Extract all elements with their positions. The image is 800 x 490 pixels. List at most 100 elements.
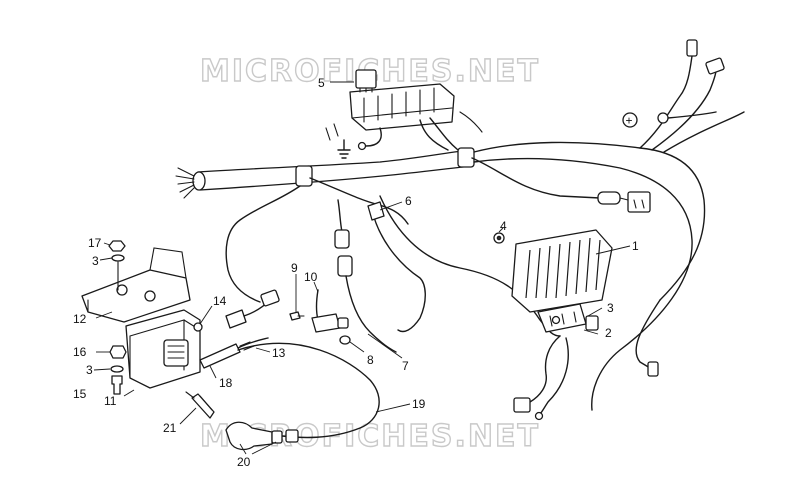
hv-lead-13	[237, 337, 269, 349]
voltage-regulator	[511, 229, 613, 333]
callout-2: 2	[605, 326, 612, 340]
coil-cap-ribs	[167, 345, 185, 359]
relay-block-lead-b	[429, 117, 459, 151]
connector-regulator-plug	[627, 191, 651, 213]
harness-sheath	[197, 149, 473, 191]
callout-16: 16	[73, 345, 87, 359]
screw-9	[289, 311, 301, 321]
harness-branch-low-center-2	[539, 337, 569, 415]
hv-lead-19	[237, 342, 380, 439]
harness-branch-top-right	[639, 55, 693, 149]
terminal-top-right-b	[705, 57, 725, 75]
harness-branch-low-right	[635, 299, 661, 369]
connector-14	[225, 309, 247, 329]
harness-branch-top-right-2	[651, 69, 717, 151]
plus-terminal-symbol	[622, 112, 638, 128]
callout-9: 9	[291, 261, 298, 275]
connector-low-right	[647, 361, 659, 377]
ground-icon	[337, 139, 351, 159]
coil-body	[125, 309, 201, 389]
clip-6	[367, 201, 385, 221]
coil-terminal-14	[193, 322, 203, 332]
clip-13	[239, 341, 255, 351]
relay-block-lead-a	[365, 127, 382, 147]
regulator-spacer	[585, 315, 599, 331]
callout-3-right: 3	[607, 301, 614, 315]
plug-cap-18	[199, 343, 241, 369]
harness-loop-upper	[225, 185, 301, 303]
washer-3-top	[111, 254, 125, 262]
callout-5: 5	[318, 76, 325, 90]
plug-boot-20-ring	[271, 430, 283, 444]
main-harness: +	[175, 39, 745, 421]
relay-block-lead-d	[459, 111, 483, 133]
harness-loose-wires	[175, 167, 195, 199]
sensor-10-body	[311, 313, 341, 333]
ring-terminal-relay	[357, 141, 367, 151]
harness-loop-center-2	[371, 209, 426, 333]
bracket-12-edges	[87, 247, 187, 313]
regulator-fins	[525, 237, 601, 299]
connector-regulator-pins	[619, 197, 645, 209]
connector-14-plug	[260, 289, 280, 307]
harness-branch-right-a	[473, 141, 706, 301]
ring-terminal-lead	[667, 111, 717, 119]
callout-20: 20	[237, 455, 251, 469]
sensor-10-lead	[315, 289, 319, 321]
relay-module-pins	[359, 87, 373, 93]
harness-branch-right-c	[471, 157, 601, 199]
bracket-12-bolt-2	[144, 290, 156, 302]
ring-terminal-low	[534, 411, 544, 421]
ignition-coil-assembly	[81, 247, 203, 389]
relay-block-clip	[325, 123, 339, 141]
connector-low-center	[513, 397, 531, 413]
nut-17	[108, 240, 126, 252]
harness-loop-wide	[309, 177, 409, 225]
harness-sleeve-b	[457, 147, 475, 168]
harness-branch-low-center	[529, 335, 561, 403]
sensor-10-tip	[337, 317, 349, 329]
callout-21: 21	[163, 421, 177, 435]
callout-3-top-left: 3	[92, 254, 99, 268]
spark-plug-21	[191, 393, 215, 419]
relay-block	[325, 69, 483, 159]
ring-terminal	[657, 112, 669, 124]
nut-4-hole	[496, 235, 502, 241]
plus-terminal-icon: +	[626, 114, 633, 128]
harness-sheath-end	[192, 171, 206, 191]
sensors	[225, 199, 397, 353]
nut-16	[109, 345, 127, 359]
callout-numbers: 1 2 3 3 3 4 5 6 7 8 9 10 11 12 13 14 15 …	[73, 76, 639, 469]
callout-7: 7	[402, 359, 409, 373]
callout-14: 14	[213, 294, 227, 308]
callout-17: 17	[88, 236, 102, 250]
washer-3-bottom	[110, 365, 124, 373]
terminal-top-right-a	[686, 39, 698, 57]
callout-4: 4	[500, 219, 507, 233]
relay-block-slots	[351, 87, 453, 123]
leader-lines	[93, 81, 631, 455]
relay-block-lead-c	[419, 119, 449, 151]
callout-11: 11	[104, 394, 117, 408]
spark-plug-leads	[185, 337, 380, 451]
callout-1: 1	[632, 239, 639, 253]
sensor-7-cable	[345, 275, 397, 353]
callout-3-bottom-left: 3	[86, 363, 93, 377]
o-ring-8	[339, 335, 351, 345]
harness-branch-top-right-3	[663, 111, 745, 153]
coil-cap	[163, 339, 189, 367]
sensor-7-lower	[337, 255, 353, 277]
callout-13: 13	[272, 346, 286, 360]
bracket-12-bolt	[116, 284, 128, 296]
spark-plug-21-thread	[185, 391, 213, 411]
callout-6: 6	[405, 194, 412, 208]
sensor-7-lead	[337, 199, 343, 233]
harness-branch-right-b	[473, 157, 693, 411]
plug-boot-20-ring-2	[285, 429, 299, 443]
bolt-15	[111, 375, 123, 395]
regulator-plug-pins	[549, 311, 577, 327]
connector-regulator-lead	[597, 191, 621, 205]
callout-19: 19	[412, 397, 426, 411]
relay-module	[355, 69, 377, 89]
